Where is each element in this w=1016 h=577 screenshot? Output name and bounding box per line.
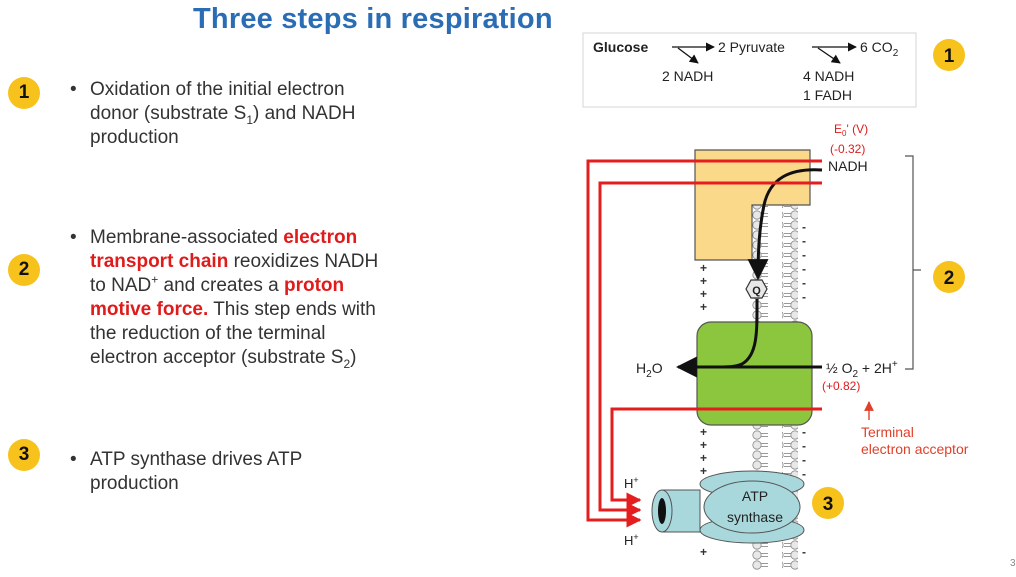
nadh-potential: (-0.32) — [830, 142, 865, 156]
e0-label: E0' (V) — [834, 122, 868, 138]
bullet-2-line-3: to NAD+ and creates a proton — [90, 272, 345, 296]
fadh-label: 1 FADH — [803, 87, 852, 103]
svg-text:-: - — [802, 262, 806, 276]
atp-synthase-label-2: synthase — [727, 509, 783, 525]
glucose-label: Glucose — [593, 39, 648, 55]
svg-text:+: + — [700, 464, 707, 478]
svg-text:-: - — [802, 290, 806, 304]
proton-paths — [586, 159, 822, 528]
quinone-icon: Q — [745, 279, 768, 299]
bullet-2-line-2: transport chain reoxidizes NADH — [90, 251, 379, 272]
svg-text:1: 1 — [944, 46, 955, 67]
diagram-step-3-badge: 3 — [812, 487, 844, 519]
step-2-bracket — [905, 155, 921, 370]
svg-text:-: - — [802, 467, 806, 481]
h-plus-bottom-label: H+ — [624, 532, 639, 548]
arrow-pyruvate-nadh — [817, 47, 841, 64]
svg-text:+: + — [700, 425, 707, 439]
svg-text:+: + — [700, 274, 707, 288]
nadh-2-label: 2 NADH — [662, 68, 713, 84]
svg-text:-: - — [802, 220, 806, 234]
terminal-label-2: electron acceptor — [861, 441, 969, 457]
bullet-dot: • — [70, 227, 77, 248]
oxygen-potential: (+0.82) — [822, 379, 860, 393]
diagram-step-2-badge: 2 — [933, 261, 965, 293]
svg-text:-: - — [802, 439, 806, 453]
diagram-step-1-badge: 1 — [933, 39, 965, 71]
svg-text:-: - — [802, 248, 806, 262]
nadh-label: NADH — [828, 158, 868, 174]
svg-text:+: + — [700, 287, 707, 301]
bullet-1-line-3: production — [90, 127, 179, 148]
bullet-2-line-5: the reduction of the terminal — [90, 323, 326, 344]
bullet-3-line-1: ATP synthase drives ATP — [90, 449, 303, 470]
atp-synthase: ATP synthase — [651, 470, 805, 544]
svg-text:-: - — [802, 453, 806, 467]
bullet-2-line-1: Membrane-associated electron — [90, 227, 358, 248]
svg-text:Q: Q — [752, 285, 761, 297]
terminal-oxidase-complex — [696, 321, 813, 426]
svg-text:2: 2 — [944, 268, 955, 289]
h-plus-top-label: H+ — [624, 475, 639, 491]
page-title: Three steps in respiration — [193, 3, 553, 35]
svg-text:-: - — [802, 545, 806, 559]
bullet-dot: • — [70, 449, 77, 470]
electron-path-upper — [747, 168, 823, 281]
bullet-dot: • — [70, 79, 77, 100]
arrow-glucose-nadh — [677, 47, 699, 64]
svg-text:-: - — [802, 425, 806, 439]
page-number: 3 — [1010, 558, 1016, 569]
svg-text:+: + — [700, 438, 707, 452]
co2-label: 6 CO2 — [860, 39, 899, 59]
atp-synthase-label-1: ATP — [742, 488, 768, 504]
svg-text:-: - — [802, 276, 806, 290]
bullet-1-line-1: Oxidation of the initial electron — [90, 79, 345, 100]
step-3-badge: 3 — [8, 439, 40, 471]
bullet-1-line-2: donor (substrate S1) and NADH — [90, 103, 356, 127]
step-2-badge: 2 — [8, 254, 40, 286]
step-1-badge: 1 — [8, 77, 40, 109]
glycolysis-box: Glucose 2 Pyruvate 6 CO2 2 NADH 4 NADH 1… — [582, 32, 917, 108]
pyruvate-label: 2 Pyruvate — [718, 39, 785, 55]
oxygen-label: ½ O2 + 2H+ — [826, 359, 898, 380]
svg-text:+: + — [700, 451, 707, 465]
svg-text:+: + — [700, 261, 707, 275]
svg-text:3: 3 — [823, 494, 834, 515]
bullet-2-line-4: motive force. This step ends with — [90, 299, 376, 320]
nadh-4-label: 4 NADH — [803, 68, 854, 84]
svg-text:+: + — [700, 300, 707, 314]
bullet-2-line-6: electron acceptor (substrate S2) — [90, 347, 357, 371]
svg-text:+: + — [700, 545, 707, 559]
svg-text:-: - — [802, 234, 806, 248]
terminal-label-1: Terminal — [861, 424, 914, 440]
bullet-3-line-2: production — [90, 473, 179, 494]
water-label: H2O — [636, 360, 663, 380]
membrane-charges: + + + + + + + + + - - - - - - - - - - - — [700, 220, 806, 559]
